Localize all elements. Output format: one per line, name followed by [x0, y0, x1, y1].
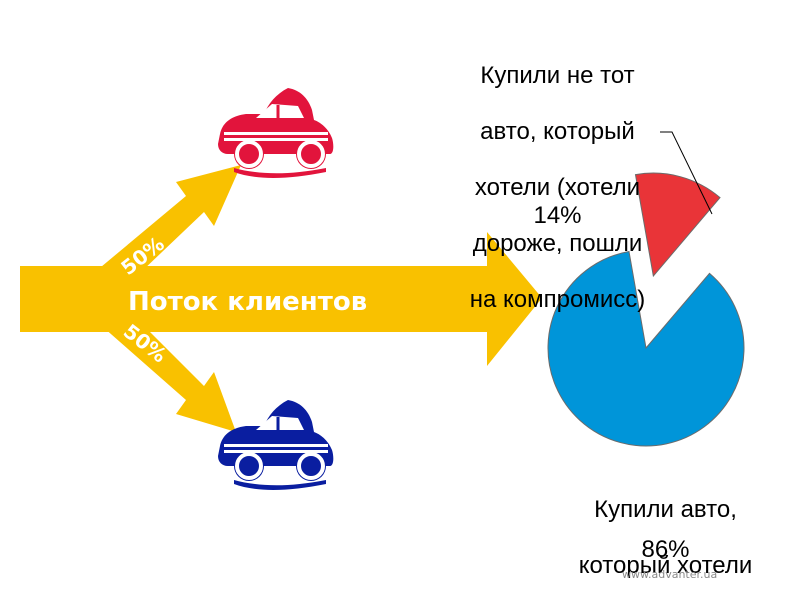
car-icon-red	[218, 88, 334, 178]
pie-chart	[547, 172, 745, 447]
slice-label-blue-line2: который хотели	[578, 552, 753, 579]
split-arrow-up	[95, 165, 241, 292]
slice-label-blue-line1: Купили авто,	[594, 496, 737, 523]
watermark: www.advanter.ua	[622, 568, 718, 581]
main-flow-arrow	[20, 232, 542, 366]
slice-label-red-line5: на компромисс)	[469, 286, 646, 313]
slice-label-red-line2: авто, который	[480, 118, 635, 145]
split-arrow-up-shape	[95, 165, 241, 292]
pie-slice-blue	[547, 250, 745, 447]
split-arrow-down-shape	[95, 302, 236, 432]
main-flow-arrow-shape	[20, 232, 542, 366]
slice-value-red: 14%	[533, 202, 582, 229]
slice-value-blue: 86%	[641, 536, 690, 563]
car-icon-blue	[218, 400, 334, 490]
slice-label-red-line4: дороже, пошли	[472, 230, 643, 257]
pie-slice-red	[634, 172, 721, 278]
slice-label-red-line1: Купили не тот	[480, 62, 635, 89]
split-arrow-down	[95, 302, 236, 432]
slice-label-blue: Купили авто, который хотели	[548, 468, 783, 608]
main-flow-label: Поток клиентов	[128, 287, 367, 317]
slice-label-red-line3: хотели (хотели	[474, 174, 641, 201]
slice-label-red: Купили не тот авто, который хотели (хоте…	[420, 34, 695, 342]
red-slice-leader-line	[660, 131, 713, 215]
